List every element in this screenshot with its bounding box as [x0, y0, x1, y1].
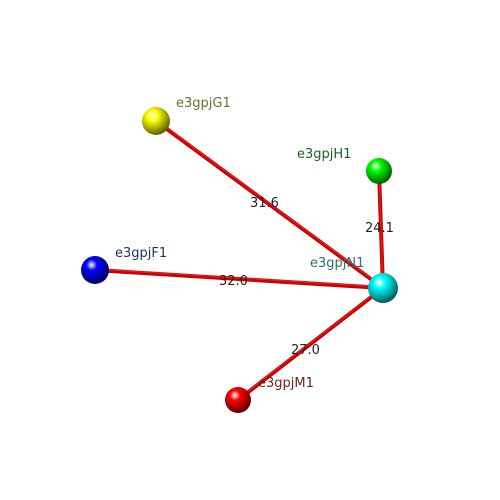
node-sphere-e3gpjG1	[142, 107, 170, 135]
edge-highlight	[237, 286, 384, 400]
edge-highlight	[155, 119, 384, 288]
node-label-e3gpjN1: e3gpjN1	[310, 256, 364, 271]
node-label-e3gpjG1: e3gpjG1	[176, 96, 231, 111]
node-label-e3gpjF1: e3gpjF1	[115, 246, 167, 261]
edge-e3gpjM1-e3gpjN1	[236, 286, 385, 402]
edge-label: 27.0	[291, 343, 320, 358]
edge-e3gpjF1-e3gpjN1	[93, 268, 385, 290]
node-sphere-e3gpjM1	[225, 387, 251, 413]
edge-highlight	[378, 169, 384, 288]
node-label-e3gpjM1: e3gpjM1	[258, 376, 314, 391]
edge-label: 32.0	[219, 274, 248, 289]
edge-label: 31.6	[250, 196, 279, 211]
node-labels-layer: e3gpjG1 e3gpjH1 e3gpjF1 e3gpjN1 e3gpjM1	[115, 96, 364, 391]
edges-layer	[93, 119, 385, 402]
edge-labels-layer: 31.6 24.1 32.0 27.0	[219, 196, 394, 358]
node-sphere-e3gpjN1	[368, 273, 398, 303]
edge-label: 24.1	[365, 221, 394, 236]
nodes-layer	[81, 107, 398, 413]
edge-highlight	[94, 268, 384, 288]
node-sphere-e3gpjF1	[81, 256, 109, 284]
node-sphere-e3gpjH1	[366, 158, 392, 184]
node-label-e3gpjH1: e3gpjH1	[297, 147, 351, 162]
edge-e3gpjG1-e3gpjN1	[154, 119, 385, 290]
